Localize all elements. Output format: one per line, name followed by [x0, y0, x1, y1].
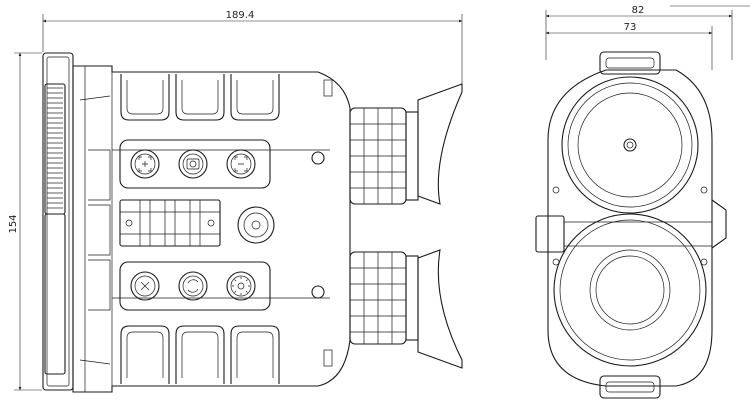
lower-button-panel: [119, 261, 271, 311]
bottom-grip-pads: [120, 325, 280, 384]
main-housing: [72, 65, 351, 393]
lower-objective: [553, 213, 707, 367]
inner-width-dimension: 73: [545, 22, 713, 70]
upper-eyepiece: [349, 107, 419, 205]
front-plate: [42, 52, 74, 391]
zoom-in-button[interactable]: [130, 149, 160, 179]
bottom-strap-lug: [599, 375, 661, 399]
side-bracket: [535, 199, 727, 253]
adjustment-knob[interactable]: [237, 206, 275, 244]
end-view: 82 73: [535, 5, 750, 399]
grip-ridges: [88, 149, 330, 311]
upper-button-panel: [119, 139, 271, 189]
brightness-button[interactable]: [226, 271, 256, 301]
outer-width-dimension: 82: [545, 5, 750, 60]
top-grip-pads: [120, 74, 280, 121]
zoom-out-button[interactable]: [226, 149, 256, 179]
height-dimension: 154: [8, 52, 42, 391]
top-strap-lug: [599, 51, 661, 75]
power-button[interactable]: [130, 271, 160, 301]
inner-width-label: 73: [624, 22, 637, 33]
width-label: 189.4: [226, 10, 255, 21]
lower-eyepiece: [349, 251, 419, 345]
height-label: 154: [8, 214, 19, 233]
width-dimension: 189.4: [42, 10, 463, 88]
camera-button[interactable]: [178, 149, 208, 179]
upper-objective: [561, 76, 699, 214]
outer-width-label: 82: [632, 5, 645, 16]
lower-eyecup: [417, 249, 463, 369]
focus-ring: [44, 83, 66, 375]
upper-eyecup: [417, 83, 463, 205]
side-view: 189.4 154: [8, 10, 463, 393]
end-body-outline: [547, 69, 713, 387]
refresh-button[interactable]: [178, 271, 208, 301]
picatinny-rail: [119, 199, 221, 247]
